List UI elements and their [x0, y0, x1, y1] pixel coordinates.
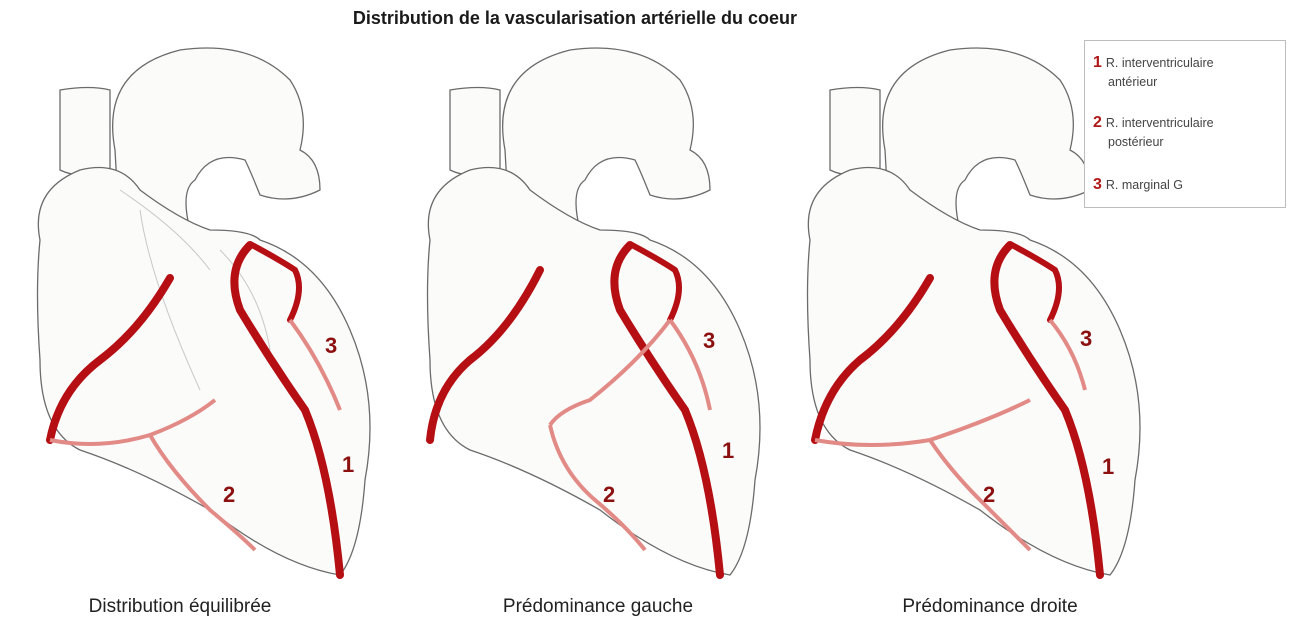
- diagram-title: Distribution de la vascularisation artér…: [0, 8, 1150, 29]
- label-3: 3: [1080, 326, 1092, 351]
- legend-item-1: 1 R. interventriculaire antérieur: [1093, 53, 1214, 92]
- label-2: 2: [603, 482, 615, 507]
- legend-box: 1 R. interventriculaire antérieur 2 R. int…: [1084, 40, 1286, 208]
- label-3: 3: [703, 328, 715, 353]
- caption-balanced: Distribution équilibrée: [15, 596, 345, 618]
- label-2: 2: [983, 482, 995, 507]
- label-1: 1: [722, 438, 734, 463]
- label-1: 1: [342, 452, 354, 477]
- label-1: 1: [1102, 454, 1114, 479]
- label-2: 2: [223, 482, 235, 507]
- legend-label: R. interventriculaire: [1106, 116, 1214, 130]
- legend-number: 2: [1093, 114, 1102, 131]
- legend-item-3: 3 R. marginal G: [1093, 175, 1183, 195]
- caption-right-dominant: Prédominance droite: [825, 596, 1155, 618]
- legend-label: R. interventriculaire: [1106, 56, 1214, 70]
- heart-outline: [38, 48, 371, 575]
- legend-number: 1: [1093, 54, 1102, 71]
- label-3: 3: [325, 333, 337, 358]
- heart-diagram-balanced: 1 2 3: [20, 30, 400, 590]
- legend-item-2: 2 R. interventriculaire postérieur: [1093, 113, 1214, 152]
- heart-diagram-left-dominant: 1 2 3: [410, 30, 790, 590]
- legend-number: 3: [1093, 176, 1102, 193]
- legend-label: R. marginal G: [1106, 178, 1183, 192]
- legend-label-line2: postérieur: [1093, 133, 1214, 152]
- legend-label-line2: antérieur: [1093, 73, 1214, 92]
- caption-left-dominant: Prédominance gauche: [433, 596, 763, 618]
